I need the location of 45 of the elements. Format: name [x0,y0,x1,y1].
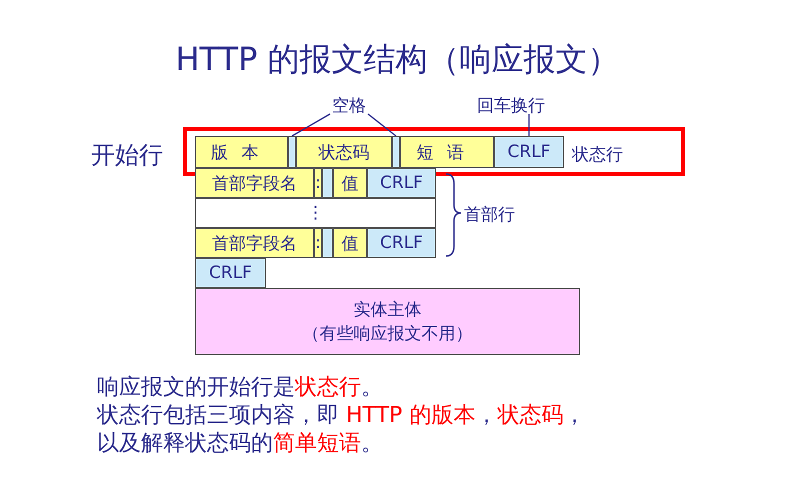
field-cell [314,168,322,198]
cell-text: 值 [342,232,358,254]
field-cell [400,136,494,168]
field-cell [195,136,288,168]
cell-text: CRLF [508,142,550,162]
field-cell [367,228,436,258]
cell-text: CRLF [380,233,423,253]
bracket-label: 首部行 [464,204,515,226]
cell-text: CRLF [380,173,423,193]
leader-line [528,114,530,136]
note-text: 响应报文的开始行是状态行。 [97,374,383,402]
spacer-cell [322,228,333,258]
field-cell [333,168,367,198]
cell-text: 首部字段名 [212,172,297,194]
field-cell [296,136,392,168]
field-cell [333,228,367,258]
row-label: 状态行 [572,144,623,166]
cell-text: 首部字段名 [212,232,297,254]
cell-text: : [315,173,321,193]
spacer-cell [322,168,333,198]
cell-text: 短语 [416,142,478,164]
field-cell [314,228,322,258]
cell-text: 状态码 [318,142,370,164]
cell-text: ⋮ [307,203,324,223]
cell-text: 版本 [210,142,272,164]
spacer-cell [288,136,296,168]
annotation-label: 空格 [326,94,372,114]
note-text: 状态行包括三项内容，即 HTTP 的版本，状态码， [97,402,586,430]
field-cell [195,228,314,258]
field-cell [494,136,564,168]
cell-text: CRLF [209,263,252,283]
cell-text: 实体主体 [354,298,422,322]
spacer-cell [392,136,400,168]
cell-text: 值 [342,172,358,194]
field-cell [195,198,436,228]
annotation-label: 回车换行 [466,94,556,114]
row-heading: 开始行 [91,140,163,171]
field-cell [195,258,266,288]
entity-body-box [195,288,580,355]
cell-text: （有些响应报文不用） [302,322,472,346]
note-text: 以及解释状态码的简单短语。 [97,430,383,458]
cell-text: : [315,233,321,253]
field-cell [367,168,436,198]
field-cell [195,168,314,198]
title: HTTP 的报文结构（响应报文） [174,39,621,80]
